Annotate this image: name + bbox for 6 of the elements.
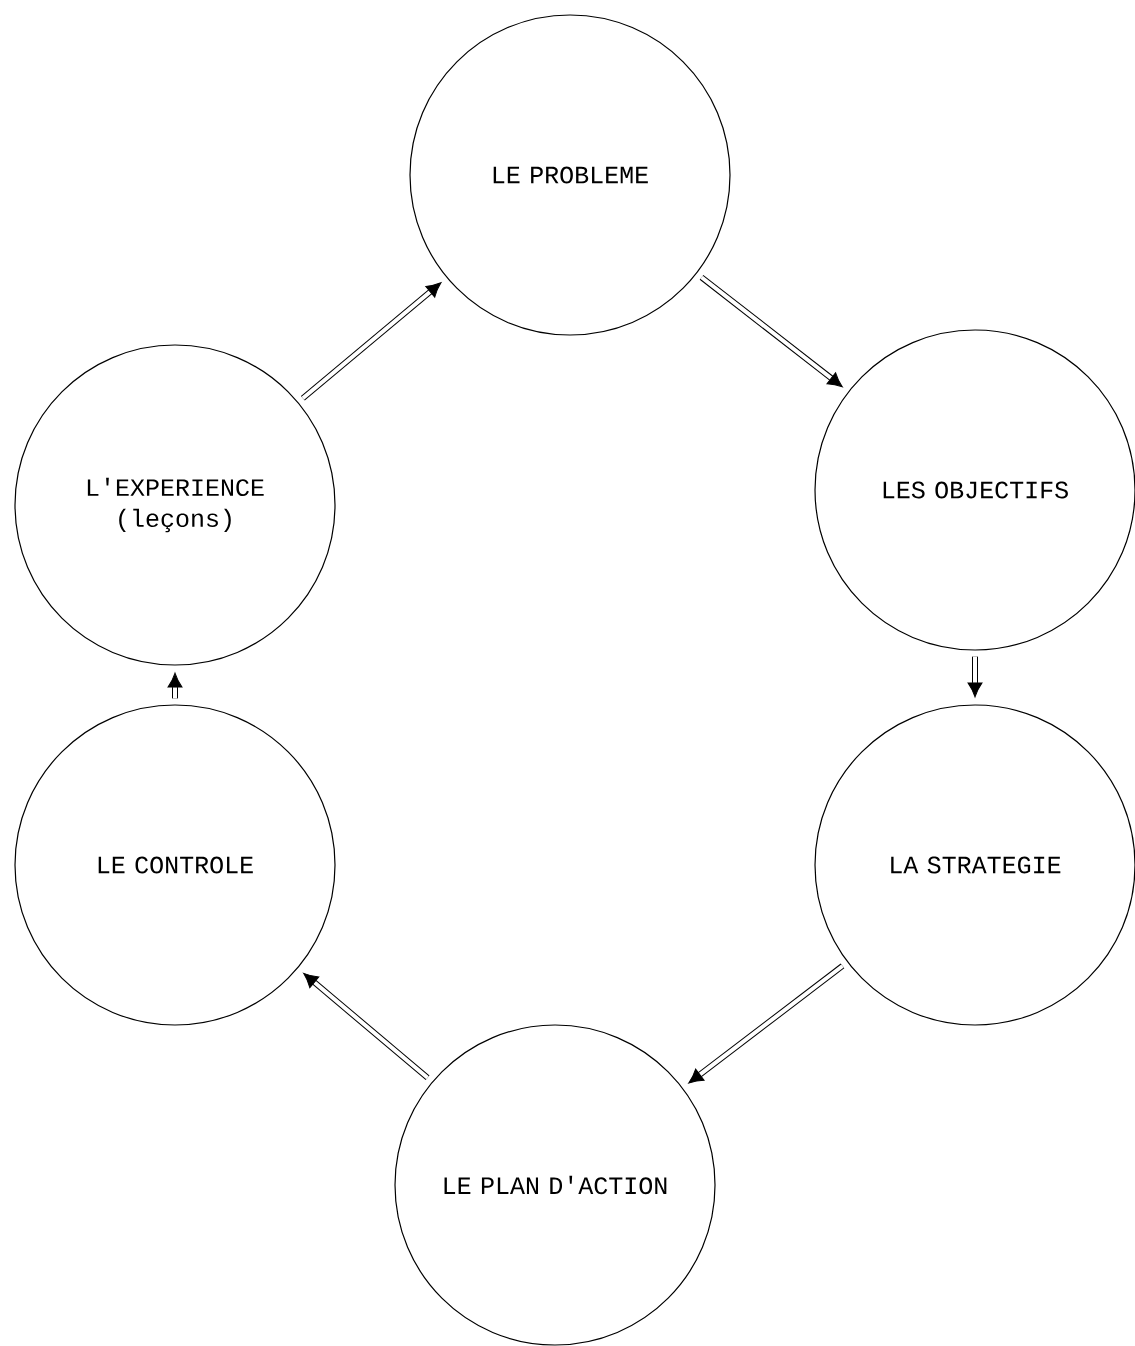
- arrow: [967, 656, 983, 698]
- arrow: [303, 972, 430, 1080]
- arrow: [167, 672, 183, 699]
- arrow: [688, 963, 845, 1084]
- arrow: [300, 282, 442, 401]
- arrow: [699, 274, 843, 388]
